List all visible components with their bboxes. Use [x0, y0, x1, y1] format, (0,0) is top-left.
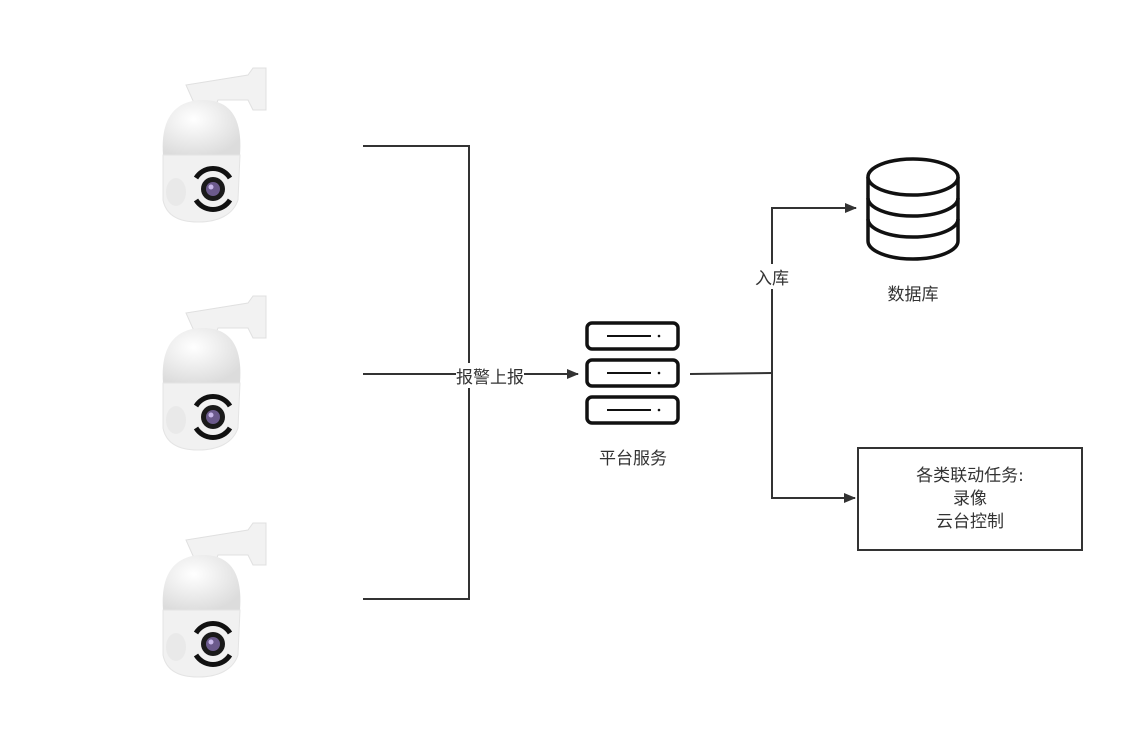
- camera-1: [158, 60, 268, 225]
- branch-task-line: [771, 373, 856, 503]
- platform-out-line: [689, 372, 773, 375]
- branch-db-line: [771, 203, 857, 373]
- alarm-report-label: 报警上报: [456, 363, 524, 388]
- server-icon: [585, 321, 680, 425]
- ptz-camera-icon: [162, 295, 267, 451]
- camera-2: [158, 288, 268, 453]
- ptz-camera-icon: [162, 67, 267, 223]
- platform-label: 平台服务: [599, 449, 667, 469]
- tasks-title: 各类联动任务:: [916, 465, 1024, 486]
- database-icon: [866, 157, 960, 261]
- linkage-tasks-box: 各类联动任务: 录像 云台控制: [857, 447, 1083, 551]
- database-label: 数据库: [887, 285, 939, 305]
- task-item-recording: 录像: [953, 488, 987, 509]
- store-label: 入库: [755, 264, 789, 289]
- task-item-ptz-control: 云台控制: [936, 511, 1004, 532]
- ptz-camera-icon: [162, 522, 267, 678]
- camera-3: [158, 515, 268, 680]
- camera-1-line: [363, 145, 470, 600]
